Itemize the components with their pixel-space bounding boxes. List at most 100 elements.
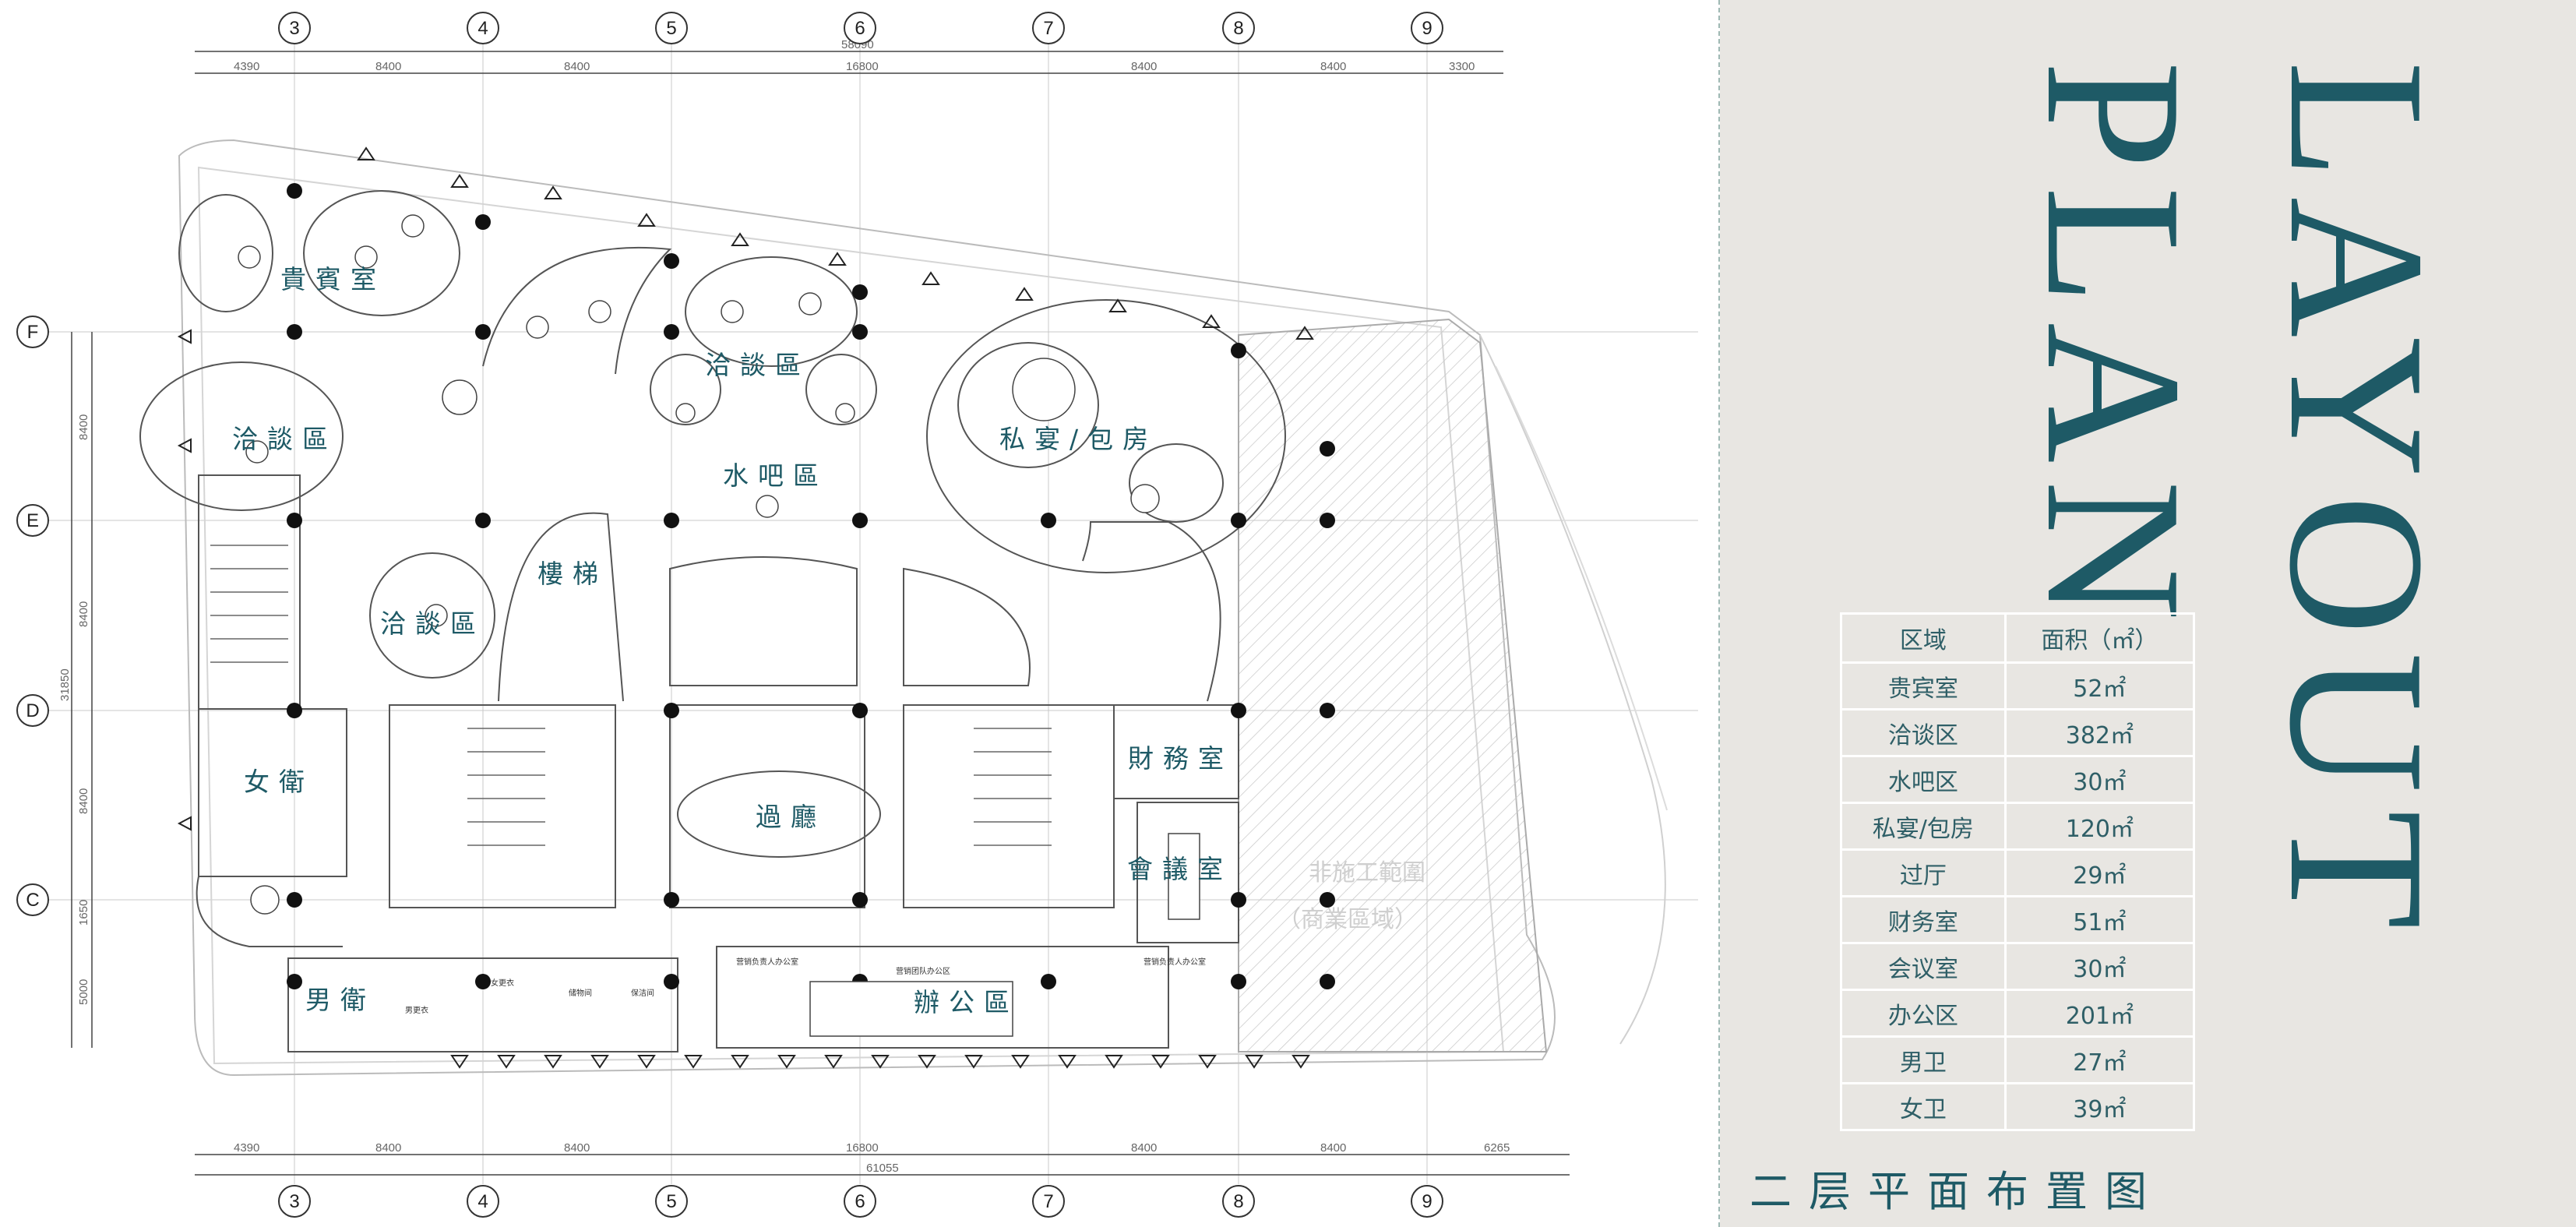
- dim-text: 1650: [77, 900, 90, 926]
- area-cell: 120㎡: [2003, 802, 2196, 851]
- room-label-meeting: 會議室: [1127, 854, 1232, 884]
- top-dimension-texts: 58090 4390 8400 8400 16800 8400 8400 330…: [234, 38, 1475, 73]
- zone-cell: 办公区: [1840, 989, 2007, 1038]
- zone-cell: 洽谈区: [1840, 708, 2007, 757]
- axis-label: 3: [289, 18, 299, 39]
- axis-label: E: [26, 510, 39, 531]
- room-label-vip: 貴賓室: [280, 264, 386, 294]
- room-label-lobby: 過廳: [756, 802, 826, 832]
- dim-text: 3300: [1449, 60, 1475, 73]
- area-cell: 51㎡: [2003, 895, 2196, 944]
- small-label: 保洁间: [631, 988, 654, 998]
- dim-text: 8400: [1131, 60, 1157, 73]
- axis-label: D: [26, 700, 39, 721]
- zone-cell: 财务室: [1840, 895, 2007, 944]
- dim-text: 16800: [846, 60, 879, 73]
- out-of-scope-label: 非施工範圍: [1309, 859, 1425, 887]
- dim-text: 8400: [1320, 1141, 1346, 1155]
- area-cell: 29㎡: [2003, 848, 2196, 897]
- dim-text: 8400: [77, 414, 90, 440]
- room-label-stairs: 樓梯: [537, 559, 608, 589]
- axis-label: F: [27, 322, 39, 343]
- small-room-labels: 营销负责人办公室 营销团队办公区 营销负责人办公室 男更衣 女更衣 储物间 保洁…: [405, 957, 1206, 1015]
- left-total-dim: 31850: [58, 668, 72, 701]
- axis-label: 9: [1422, 1191, 1432, 1212]
- room-labels: 貴賓室 洽談區 洽談區 洽談區 水吧區 私宴/包房 樓梯 過廳 財務室 會議室 …: [232, 264, 1233, 1017]
- axis-label: C: [26, 890, 39, 911]
- table-header-zone: 区域: [1840, 612, 2007, 664]
- axis-label: 9: [1422, 18, 1432, 39]
- dim-text: 8400: [77, 788, 90, 814]
- area-cell: 39㎡: [2003, 1082, 2196, 1131]
- zone-cell: 贵宾室: [1840, 661, 2007, 710]
- small-label: 女更衣: [491, 978, 514, 988]
- bottom-total-dim: 61055: [866, 1162, 899, 1175]
- axis-label: 7: [1043, 1191, 1053, 1212]
- small-label: 营销负责人办公室: [736, 957, 798, 967]
- axis-label: 8: [1233, 1191, 1243, 1212]
- out-of-scope-sub-label: （商業區域）: [1277, 906, 1418, 933]
- dim-text: 5000: [77, 979, 90, 1005]
- table-header-area: 面积（㎡）: [2003, 612, 2196, 664]
- axis-label: 4: [477, 1191, 488, 1212]
- room-label-water-bar: 水吧區: [723, 460, 828, 491]
- structural-columns: [287, 183, 1335, 989]
- window-markers: [177, 146, 1314, 1069]
- floor-plan-drawing: 58090 4390 8400 8400 16800 8400 8400 330…: [16, 12, 1698, 1218]
- small-label: 男更衣: [405, 1005, 428, 1015]
- dim-text: 8400: [564, 1141, 590, 1155]
- zone-cell: 水吧区: [1840, 755, 2007, 804]
- room-label-negotiation-left: 洽談區: [232, 424, 337, 454]
- area-cell: 382㎡: [2003, 708, 2196, 757]
- axis-label: 6: [855, 18, 865, 39]
- furniture: [238, 214, 1200, 1037]
- small-label: 营销负责人办公室: [1144, 957, 1206, 967]
- zone-cell: 私宴/包房: [1840, 802, 2007, 851]
- axis-label: 6: [855, 1191, 865, 1212]
- room-label-finance: 財務室: [1128, 743, 1233, 774]
- dim-text: 16800: [846, 1141, 879, 1155]
- title-plan: PLAN: [2006, 61, 2222, 638]
- small-label: 营销团队办公区: [896, 966, 950, 976]
- axis-label: 3: [289, 1191, 299, 1212]
- left-dimension-texts: 8400 8400 8400 1650 5000 31850: [58, 414, 90, 1005]
- dim-text: 6265: [1484, 1141, 1510, 1155]
- zone-cell: 会议室: [1840, 942, 2007, 991]
- room-label-negotiation-mid: 洽談區: [380, 608, 485, 639]
- column-axis-bubbles-bottom: 3 4 5 6 7 8 9: [278, 1185, 1443, 1218]
- page-caption: 二层平面布置图: [1750, 1167, 2164, 1216]
- dim-text: 8400: [77, 601, 90, 627]
- out-of-scope-labels: 非施工範圍 （商業區域）: [1277, 859, 1425, 933]
- bottom-dimension-texts: 4390 8400 8400 16800 8400 8400 6265 6105…: [234, 1141, 1510, 1175]
- dim-text: 4390: [234, 60, 259, 73]
- axis-label: 5: [666, 18, 676, 39]
- title-layout: LAYOUT: [2249, 61, 2465, 947]
- area-cell: 30㎡: [2003, 942, 2196, 991]
- dimension-lines: [71, 51, 1570, 1176]
- table-header-row: 区域 面积（㎡）: [1840, 612, 2196, 664]
- room-label-office: 辦公區: [914, 987, 1019, 1017]
- column-axis-bubbles-top: 3 4 5 6 7 8 9: [278, 12, 1443, 44]
- dim-text: 8400: [564, 60, 590, 73]
- room-label-negotiation-top: 洽談區: [705, 350, 810, 380]
- room-label-private-room: 私宴/包房: [999, 424, 1158, 454]
- dim-text: 8400: [375, 60, 401, 73]
- axis-label: 7: [1043, 18, 1053, 39]
- floor-plan: 58090 4390 8400 8400 16800 8400 8400 330…: [16, 0, 1720, 1227]
- row-axis-bubbles: F E D C: [16, 316, 49, 916]
- small-label: 储物间: [569, 988, 592, 998]
- area-cell: 201㎡: [2003, 989, 2196, 1038]
- dim-text: 4390: [234, 1141, 259, 1155]
- axis-label: 8: [1233, 18, 1243, 39]
- dim-text: 8400: [375, 1141, 401, 1155]
